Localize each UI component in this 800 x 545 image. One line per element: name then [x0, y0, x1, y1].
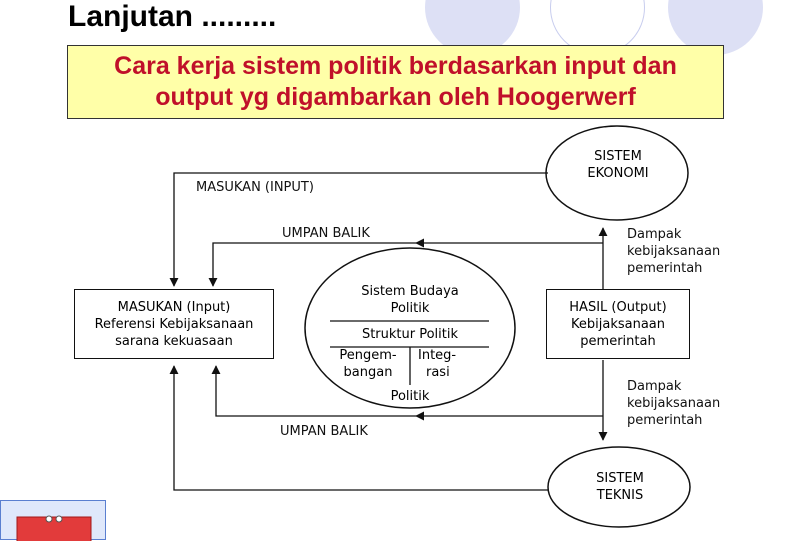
- struktur-politik-label: Struktur Politik: [361, 327, 459, 342]
- corner-logo: [0, 500, 106, 545]
- sistem-ekonomi-label: SISTEM EKONOMI: [566, 148, 670, 182]
- masukan-line-1: MASUKAN (Input): [117, 299, 231, 315]
- masukan-line-2: Referensi Kebijaksanaan: [94, 316, 254, 332]
- umpan-balik-bottom-label: UMPAN BALIK: [280, 424, 368, 439]
- masukan-input-label: MASUKAN (INPUT): [196, 180, 314, 195]
- pengembangan-label: Pengem- bangan: [330, 347, 406, 381]
- pengem-line-1: Pengem-: [339, 348, 397, 363]
- budaya-line-1: Sistem Budaya: [361, 284, 459, 299]
- logo-graphic: [16, 515, 92, 545]
- input-arrow-ekonomi: [169, 172, 548, 287]
- dampak-top-line-1: Dampak: [627, 227, 682, 242]
- integ-line-2: rasi: [426, 365, 450, 380]
- budaya-politik-label: Sistem Budaya Politik: [345, 283, 475, 317]
- integrasi-label: Integ- rasi: [418, 347, 468, 381]
- pengem-line-2: bangan: [343, 365, 393, 380]
- politik-label: Politik: [390, 389, 430, 404]
- dampak-top-line-3: pemerintah: [627, 261, 703, 276]
- sistem-ekonomi-line-2: EKONOMI: [587, 166, 649, 181]
- sistem-teknis-label: SISTEM TEKNIS: [568, 470, 672, 504]
- hasil-line-3: pemerintah: [580, 333, 656, 349]
- feedback-line-top: [208, 242, 416, 287]
- dampak-bottom-line-1: Dampak: [627, 379, 682, 394]
- input-arrow-teknis: [169, 365, 548, 491]
- dampak-bottom-label: Dampak kebijaksanaan pemerintah: [627, 378, 720, 429]
- sistem-teknis-line-2: TEKNIS: [596, 488, 644, 503]
- ellipse-sistem-politik: [304, 247, 516, 409]
- sistem-teknis-line-1: SISTEM: [596, 471, 644, 486]
- masukan-box: MASUKAN (Input) Referensi Kebijaksanaan …: [74, 289, 274, 359]
- hasil-line-2: Kebijaksanaan: [571, 316, 665, 332]
- slide-title: Lanjutan .........: [68, 0, 277, 33]
- feedback-line-bottom: [211, 365, 416, 417]
- hasil-box: HASIL (Output) Kebijaksanaan pemerintah: [546, 289, 690, 359]
- banner-line-1: Cara kerja sistem politik berdasarkan in…: [114, 52, 677, 80]
- dampak-top-label: Dampak kebijaksanaan pemerintah: [627, 226, 720, 277]
- ellipse-sistem-teknis: [547, 446, 691, 528]
- sistem-ekonomi-line-1: SISTEM: [594, 149, 642, 164]
- dampak-bottom-line-2: kebijaksanaan: [627, 396, 721, 411]
- ellipse-sistem-ekonomi: [545, 125, 689, 221]
- dampak-bottom-line-3: pemerintah: [627, 413, 703, 428]
- flow-diagram: [169, 125, 691, 528]
- hasil-line-1: HASIL (Output): [569, 299, 667, 315]
- budaya-line-2: Politik: [390, 301, 430, 316]
- banner-line-2: output yg digambarkan oleh Hoogerwerf: [155, 83, 636, 111]
- title-banner: Cara kerja sistem politik berdasarkan in…: [67, 45, 724, 119]
- dampak-top-line-2: kebijaksanaan: [627, 244, 721, 259]
- masukan-line-3: sarana kekuasaan: [115, 333, 233, 349]
- umpan-balik-top-label: UMPAN BALIK: [282, 226, 370, 241]
- integ-line-1: Integ-: [418, 348, 457, 363]
